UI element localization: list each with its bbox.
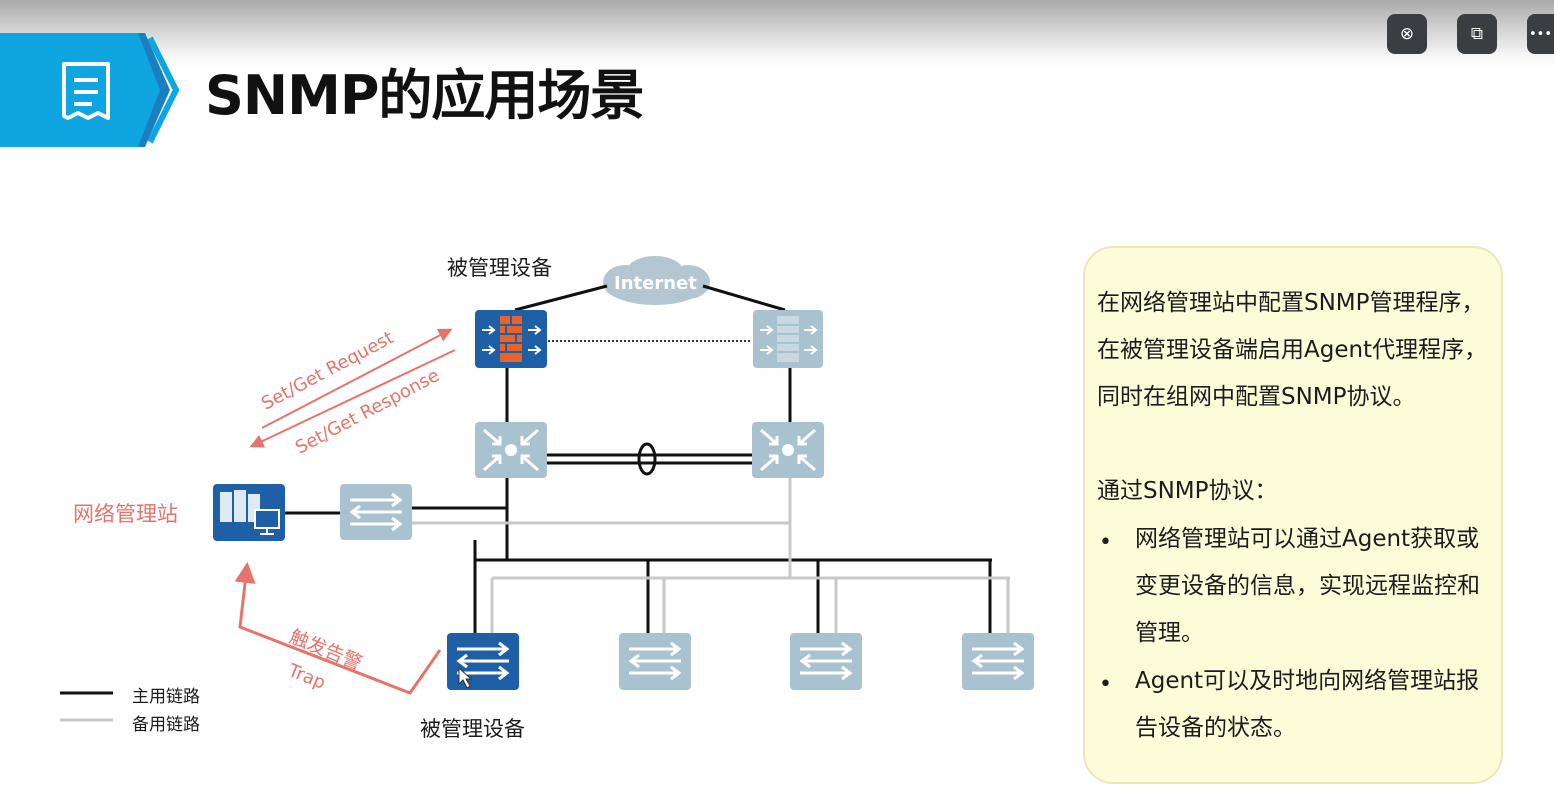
info-box: 在网络管理站中配置SNMP管理程序，在被管理设备端启用Agent代理程序，同时在… [1083, 246, 1503, 784]
top-bar [0, 0, 1554, 70]
document-icon [62, 62, 110, 120]
info-bullet-2: Agent可以及时地向网络管理站报告设备的状态。 [1135, 668, 1480, 741]
managed-device-label-bottom: 被管理设备 [420, 717, 525, 741]
info-paragraph-1: 在网络管理站中配置SNMP管理程序，在被管理设备端启用Agent代理程序，同时在… [1097, 290, 1488, 410]
response-arrow [249, 349, 456, 448]
info-bullet-1: 网络管理站可以通过Agent获取或变更设备的信息，实现远程监控和管理。 [1135, 526, 1480, 646]
internet-label: Internet [614, 273, 697, 294]
popout-icon[interactable]: ⧉ [1457, 14, 1497, 54]
primary-links [285, 284, 992, 633]
backup-links [412, 478, 1010, 633]
legend-primary-label: 主用链路 [132, 687, 200, 707]
request-arrow [261, 328, 453, 429]
switch-2-icon [619, 633, 691, 690]
bullet-mark: • [1099, 672, 1112, 697]
slide-title: SNMP的应用场景 [205, 64, 644, 127]
legend-backup-label: 备用链路 [132, 715, 200, 735]
managed-device-label-top: 被管理设备 [447, 256, 552, 280]
switch-nms-side-icon [340, 484, 412, 540]
core-switch-left-icon [475, 422, 547, 478]
trap-arrow [234, 561, 442, 695]
switch-managed-active-icon [447, 633, 519, 690]
core-switch-right-icon [752, 422, 824, 478]
switch-3-icon [790, 633, 862, 690]
switch-4-icon [962, 633, 1034, 690]
network-management-station-icon [213, 484, 285, 541]
nms-label: 网络管理站 [73, 502, 178, 526]
handshake-icon[interactable]: ⊗ [1387, 14, 1427, 54]
more-icon[interactable]: ••• [1527, 14, 1554, 54]
firewall-standby-icon [753, 310, 823, 368]
firewall-active-icon [475, 310, 547, 368]
info-paragraph-2: 通过SNMP协议： [1097, 478, 1278, 504]
internet-cloud-icon [603, 256, 710, 305]
bullet-mark: • [1099, 530, 1112, 555]
link-aggregation-icon [637, 442, 657, 476]
